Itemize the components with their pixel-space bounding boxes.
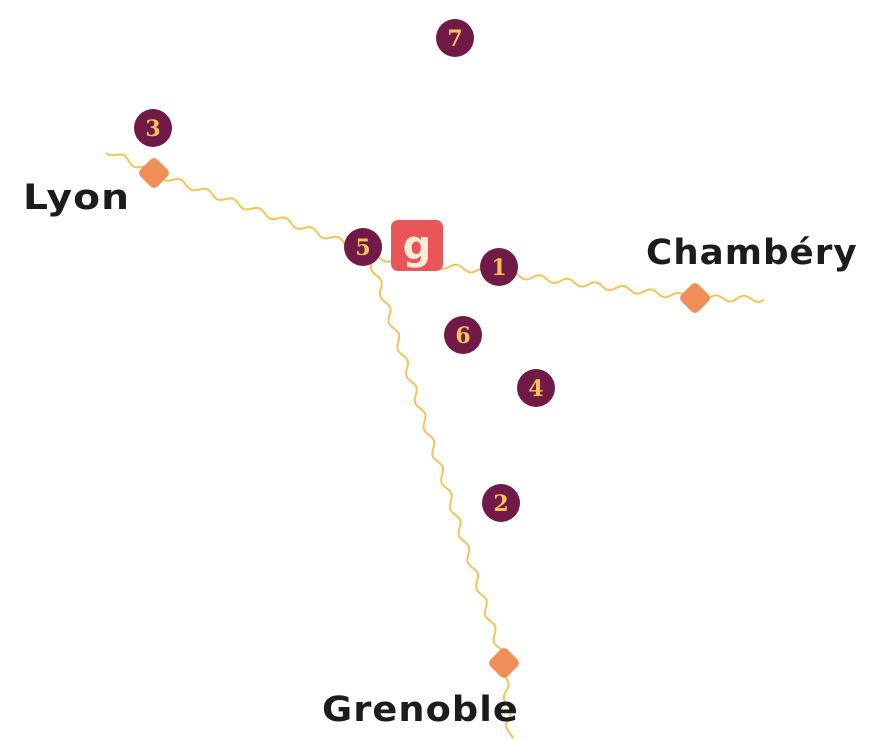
poi-number: 7: [447, 26, 462, 52]
poi-number: 6: [455, 323, 470, 349]
poi-circle: [344, 228, 382, 266]
hub-logo[interactable]: g: [391, 220, 443, 271]
brand-logo-icon: [391, 220, 443, 271]
hub-logo-glyph: g: [403, 223, 432, 269]
city-marker-grenoble[interactable]: [487, 646, 521, 680]
poi-number: 2: [493, 491, 508, 517]
poi-marker-6[interactable]: 6: [444, 316, 482, 354]
poi-circle: [480, 248, 518, 286]
poi-marker-1[interactable]: 1: [480, 248, 518, 286]
poi-number: 1: [491, 255, 506, 281]
city-markers-layer: [137, 156, 712, 680]
poi-circle: [436, 19, 474, 57]
poi-markers-layer: 1 2 3 4 5 6 7: [134, 19, 555, 522]
poi-number: 4: [528, 376, 543, 402]
poi-circle: [134, 109, 172, 147]
poi-number: 3: [145, 116, 160, 142]
poi-circle: [517, 369, 555, 407]
poi-marker-5[interactable]: 5: [344, 228, 382, 266]
poi-marker-3[interactable]: 3: [134, 109, 172, 147]
poi-circle: [444, 316, 482, 354]
poi-number: 5: [355, 235, 370, 261]
poi-marker-2[interactable]: 2: [482, 484, 520, 522]
poi-circle: [482, 484, 520, 522]
poi-marker-7[interactable]: 7: [436, 19, 474, 57]
poi-marker-4[interactable]: 4: [517, 369, 555, 407]
city-marker-lyon[interactable]: [137, 156, 171, 190]
city-marker-chambery[interactable]: [678, 281, 712, 315]
city-label-chambery: Chambéry: [646, 233, 858, 273]
city-label-lyon: Lyon: [23, 178, 131, 218]
city-label-grenoble: Grenoble: [322, 690, 519, 730]
